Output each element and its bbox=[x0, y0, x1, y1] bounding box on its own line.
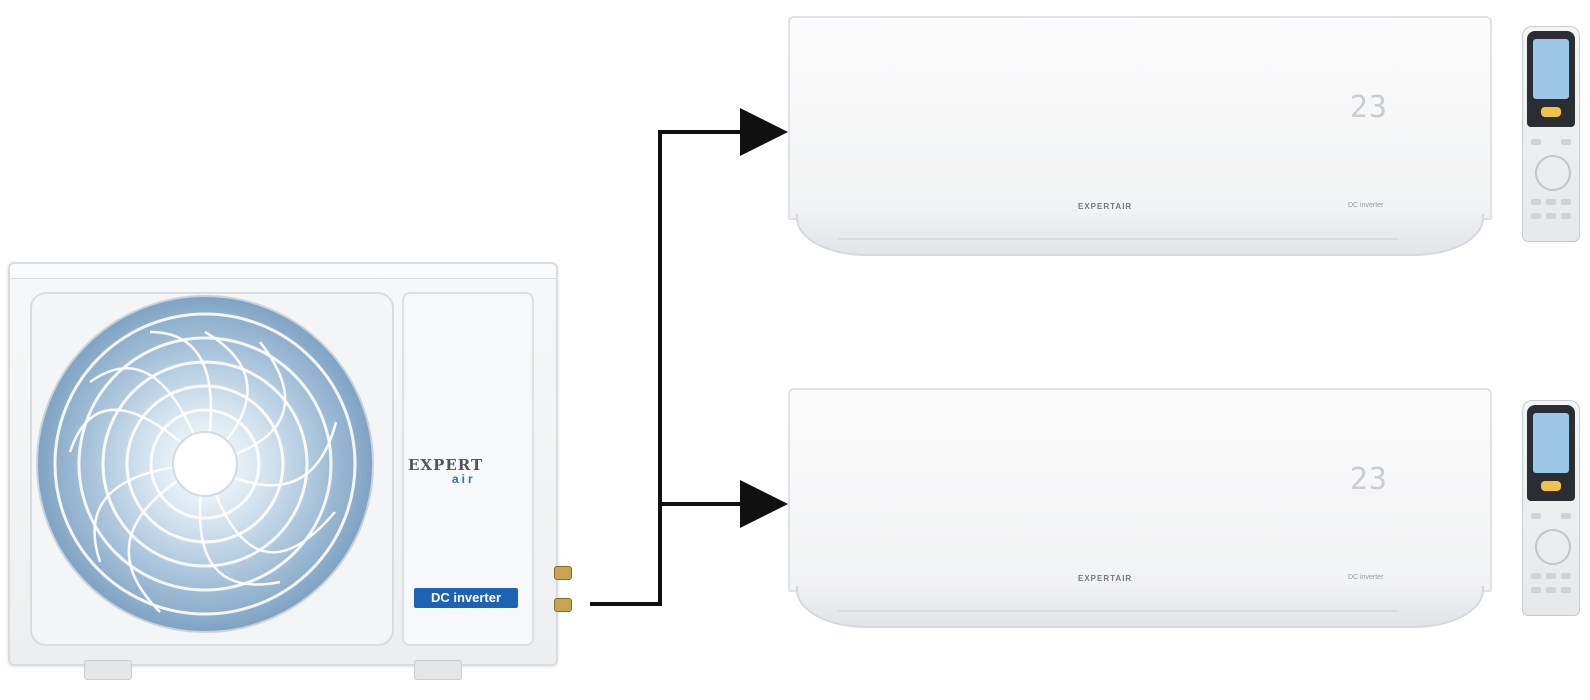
remote-button bbox=[1561, 587, 1571, 593]
outdoor-foot-left bbox=[84, 660, 132, 680]
indoor-unit-bottom: 23 EXPERTAIR DC inverter bbox=[788, 388, 1492, 628]
outdoor-brand-expert: EXPERT bbox=[408, 456, 484, 474]
valve-bottom bbox=[554, 598, 572, 612]
temperature-display: 23 bbox=[1349, 90, 1388, 125]
remote-button bbox=[1561, 573, 1571, 579]
outdoor-side-panel bbox=[402, 292, 534, 646]
indoor-body bbox=[788, 16, 1492, 220]
indoor-brand: EXPERTAIR bbox=[1078, 574, 1133, 583]
indoor-inverter-label: DC inverter bbox=[1348, 574, 1384, 581]
arrow-right-icon bbox=[590, 108, 788, 606]
remote-button bbox=[1531, 139, 1541, 145]
remote-button bbox=[1531, 199, 1541, 205]
fan-icon bbox=[36, 295, 374, 633]
dc-inverter-badge: DC inverter bbox=[414, 588, 518, 608]
remote-button bbox=[1531, 587, 1541, 593]
indoor-brand: EXPERTAIR bbox=[1078, 202, 1133, 211]
indoor-body bbox=[788, 388, 1492, 592]
remote-button bbox=[1531, 513, 1541, 519]
remote-screen bbox=[1533, 413, 1569, 473]
remote-power-button bbox=[1541, 481, 1561, 491]
remote-screen bbox=[1533, 39, 1569, 99]
remote-button bbox=[1546, 213, 1556, 219]
remote-dpad bbox=[1535, 155, 1571, 191]
remote-control-icon bbox=[1522, 26, 1580, 242]
outdoor-brand-air: air bbox=[452, 472, 476, 486]
outdoor-top-edge bbox=[10, 264, 556, 279]
indoor-unit-top: 23 EXPERTAIR DC inverter bbox=[788, 16, 1492, 256]
remote-button bbox=[1561, 213, 1571, 219]
remote-button bbox=[1531, 213, 1541, 219]
indoor-inverter-label: DC inverter bbox=[1348, 202, 1384, 209]
indoor-louver bbox=[796, 586, 1484, 628]
remote-button bbox=[1546, 199, 1556, 205]
indoor-louver bbox=[796, 214, 1484, 256]
outdoor-foot-right bbox=[414, 660, 462, 680]
remote-button bbox=[1546, 587, 1556, 593]
remote-button bbox=[1531, 573, 1541, 579]
louver-line bbox=[838, 594, 1398, 612]
remote-button bbox=[1561, 513, 1571, 519]
remote-button bbox=[1561, 199, 1571, 205]
remote-dpad bbox=[1535, 529, 1571, 565]
valve-top bbox=[554, 566, 572, 580]
louver-line bbox=[838, 222, 1398, 240]
remote-button bbox=[1546, 573, 1556, 579]
remote-power-button bbox=[1541, 107, 1561, 117]
remote-control-icon bbox=[1522, 400, 1580, 616]
remote-button bbox=[1561, 139, 1571, 145]
temperature-display: 23 bbox=[1349, 462, 1388, 497]
